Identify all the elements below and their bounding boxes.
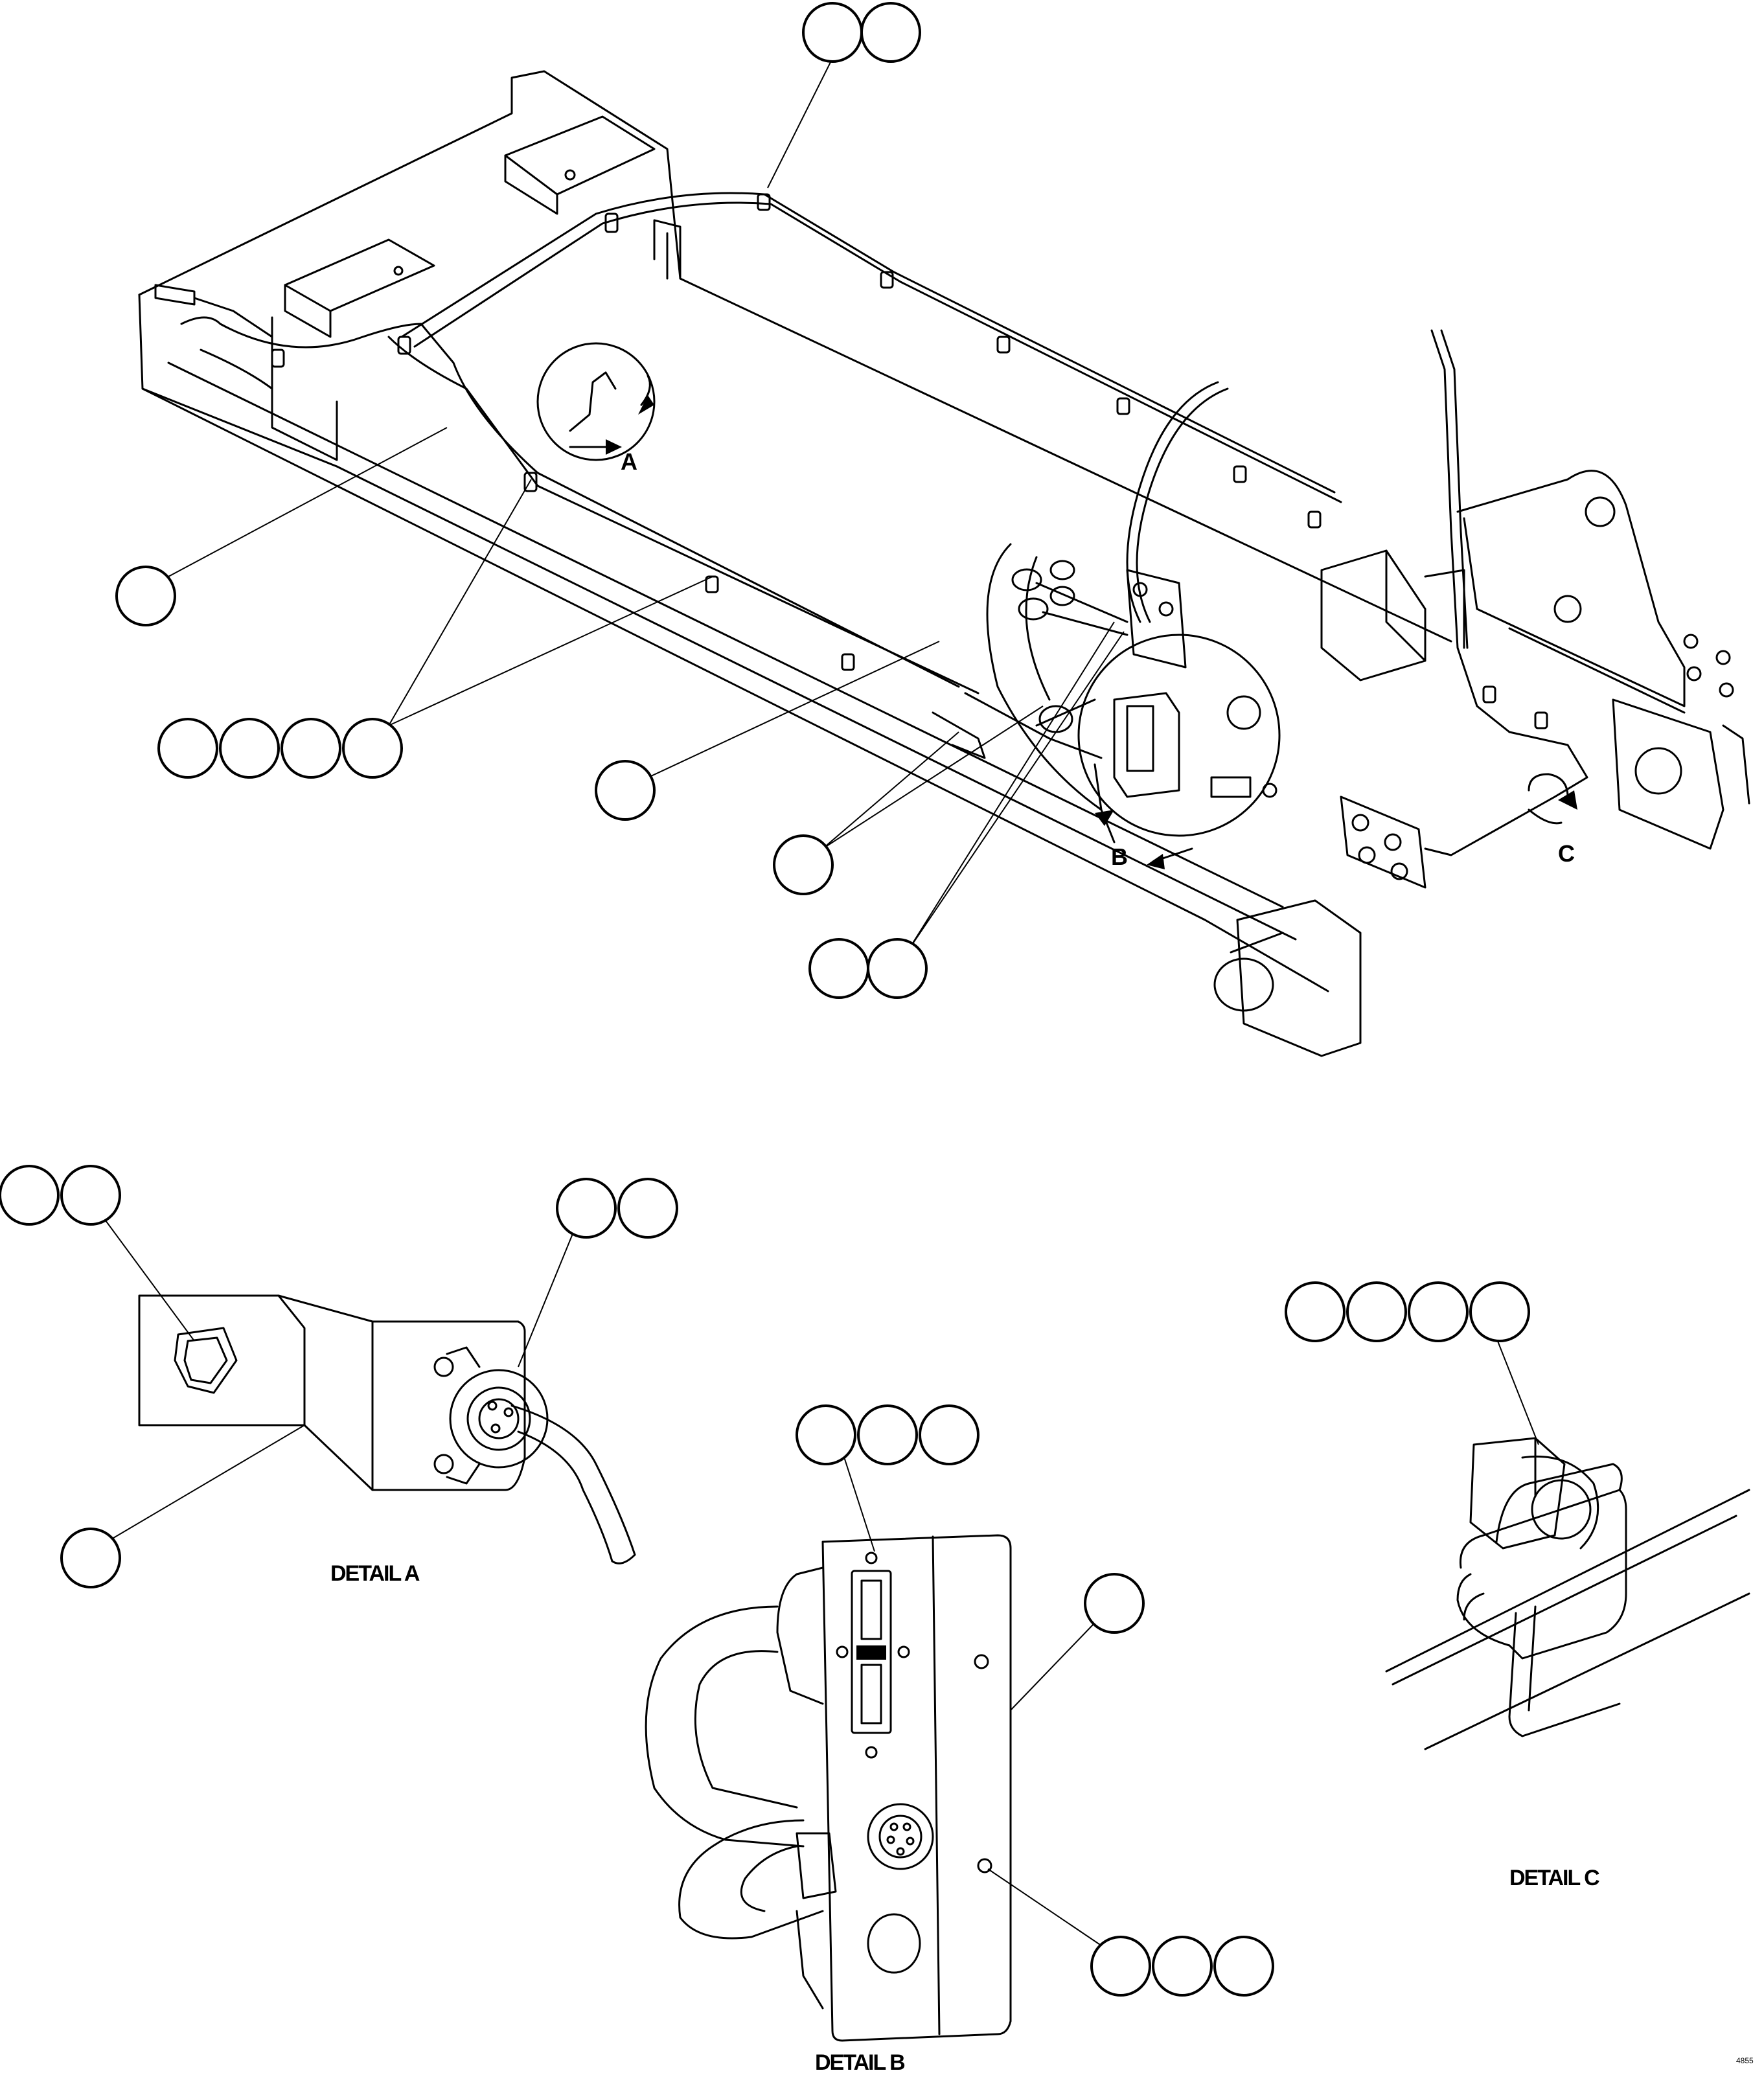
callout-balloon [1408, 1281, 1469, 1342]
callout-balloon [60, 1528, 121, 1588]
callout-balloon [556, 1178, 617, 1239]
callout-balloon [1084, 1573, 1145, 1634]
detail-b-marker: B [1111, 843, 1128, 870]
detail-a-connector [433, 1346, 549, 1485]
callout-balloon [219, 718, 280, 779]
callout-balloon [1285, 1281, 1346, 1342]
detail-c-marker: C [1558, 840, 1575, 867]
callout-balloon [1469, 1281, 1530, 1342]
connector-group-center [1011, 560, 1128, 733]
multi-pin-connector [851, 1570, 892, 1734]
callout-balloon [919, 1404, 979, 1465]
detail-c-locator: C [1528, 773, 1577, 867]
main-callouts [115, 2, 1125, 999]
callout-balloon [60, 1165, 121, 1226]
callout-balloon [808, 938, 869, 999]
callout-balloon [281, 718, 341, 779]
callout-balloon [773, 834, 834, 895]
callout-balloon [0, 1165, 60, 1226]
callout-balloon [867, 938, 928, 999]
callout-balloon [595, 760, 656, 821]
callout-balloon [1090, 1936, 1151, 1997]
callout-balloon [1152, 1936, 1213, 1997]
detail-a-view: DETAIL A [0, 1165, 678, 1588]
bolt-cluster-right [1683, 634, 1734, 698]
callout-balloon [857, 1404, 918, 1465]
callout-balloon [1346, 1281, 1407, 1342]
callout-balloon [1213, 1936, 1274, 1997]
callout-balloon [860, 2, 921, 63]
detail-a-locator: A [536, 342, 656, 475]
callout-balloon [115, 566, 176, 626]
callout-balloon [157, 718, 218, 779]
detail-c-caption: DETAIL C [1509, 1866, 1599, 1890]
round-connector [867, 1803, 934, 1870]
detail-b-locator: B [1077, 634, 1281, 870]
clamp-nut [1469, 1437, 1599, 1550]
figure-code: 4855 [1736, 2056, 1754, 2065]
detail-c-view: DETAIL C [1285, 1281, 1750, 1890]
detail-a-marker: A [621, 448, 637, 475]
p-clamp [1456, 1463, 1627, 1737]
detail-b-view: DETAIL B [645, 1404, 1274, 2073]
callout-balloon [617, 1178, 678, 1239]
callout-balloon [342, 718, 403, 779]
frame-assembly [138, 70, 1750, 1057]
harness-clamps [271, 193, 1548, 729]
callout-balloon [796, 1404, 856, 1465]
callout-balloon [802, 2, 863, 63]
detail-a-caption: DETAIL A [330, 1561, 420, 1586]
detail-b-caption: DETAIL B [815, 2050, 905, 2073]
